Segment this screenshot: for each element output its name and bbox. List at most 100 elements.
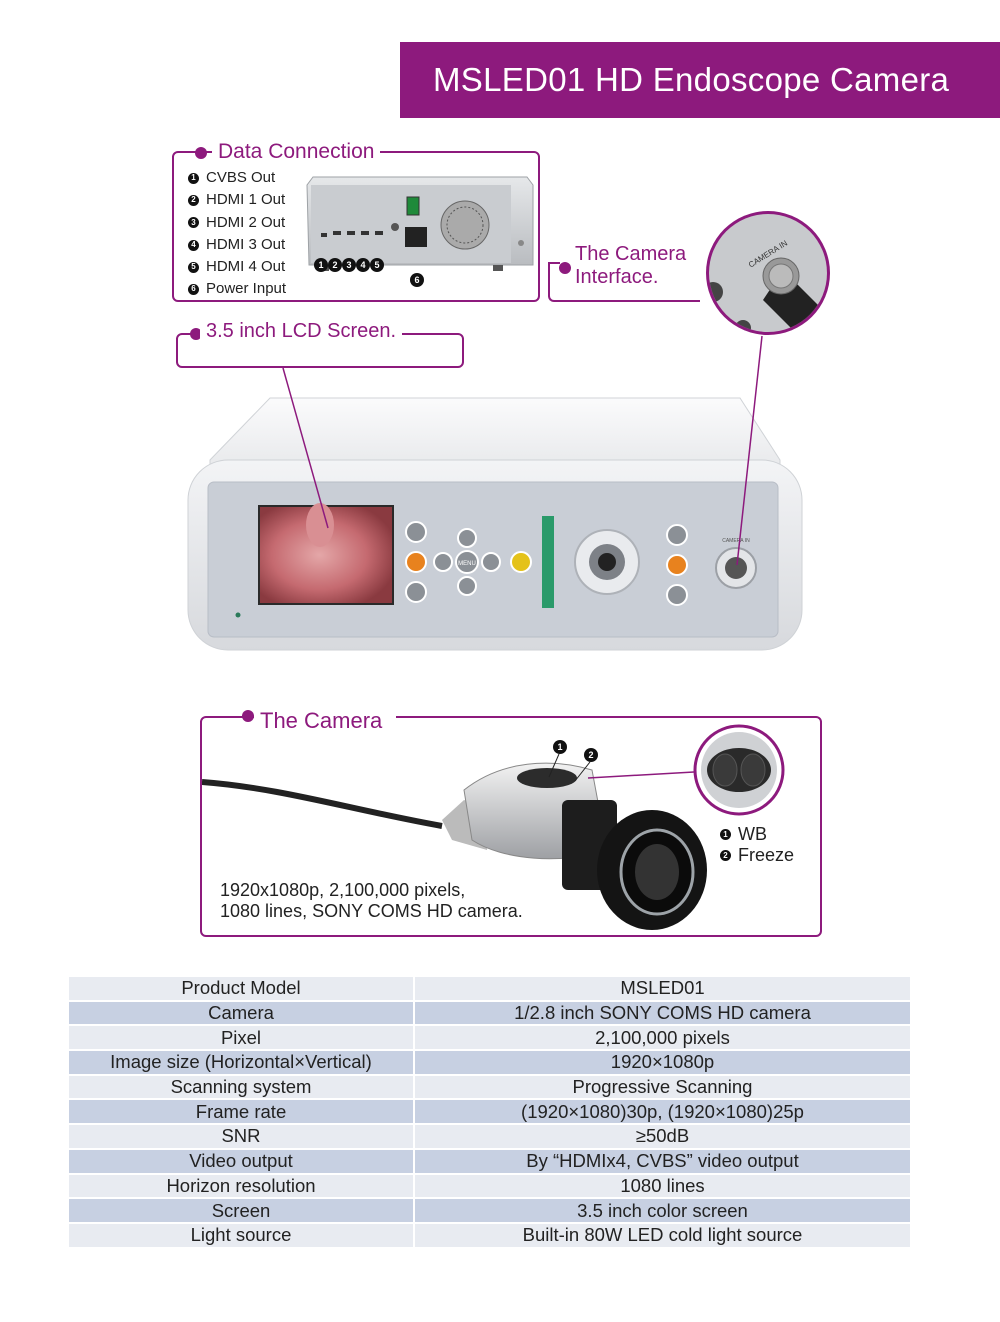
column-divider bbox=[413, 1100, 415, 1124]
spec-name: Screen bbox=[69, 1199, 413, 1222]
number-badge: 2 bbox=[720, 850, 731, 861]
camera-interface-frame bbox=[548, 262, 700, 302]
column-divider bbox=[413, 1026, 415, 1050]
callout-dot bbox=[195, 147, 207, 159]
spec-name: Light source bbox=[69, 1223, 413, 1247]
list-item: 5 HDMI 4 Out bbox=[188, 256, 286, 278]
callout-dot bbox=[559, 262, 571, 274]
spec-name: Horizon resolution bbox=[69, 1174, 413, 1198]
spec-value: ≥50dB bbox=[415, 1125, 910, 1148]
list-item-label: HDMI 1 Out bbox=[206, 191, 286, 209]
spec-value: 1080 lines bbox=[415, 1174, 910, 1198]
number-badge: 2 bbox=[188, 194, 199, 206]
camera-description: 1920x1080p, 2,100,000 pixels, 1080 lines… bbox=[220, 880, 523, 922]
pointer-lines bbox=[282, 335, 763, 566]
list-item: 2 Freeze bbox=[720, 845, 794, 866]
number-badge: 3 bbox=[188, 217, 199, 229]
column-divider bbox=[413, 1199, 415, 1222]
spec-name: Video output bbox=[69, 1149, 413, 1173]
spec-name: Image size (Horizontal×Vertical) bbox=[69, 1051, 413, 1074]
camera-interface-line1: The Camera bbox=[575, 243, 687, 265]
spec-name: SNR bbox=[69, 1125, 413, 1148]
spec-value: (1920×1080)30p, (1920×1080)25p bbox=[415, 1100, 910, 1124]
list-item-label: CVBS Out bbox=[206, 169, 276, 186]
list-item-label: HDMI 3 Out bbox=[206, 235, 286, 253]
the-camera-heading: The Camera bbox=[254, 708, 397, 734]
column-divider bbox=[413, 1174, 415, 1198]
spec-value: Built-in 80W LED cold light source bbox=[415, 1223, 910, 1247]
spec-name: Scanning system bbox=[69, 1075, 413, 1099]
list-item: 1 WB bbox=[720, 824, 794, 845]
spec-value: 1/2.8 inch SONY COMS HD camera bbox=[415, 1001, 910, 1025]
data-connection-heading: Data Connection bbox=[212, 140, 381, 164]
camera-interface-topline bbox=[548, 262, 560, 264]
number-badge: 5 bbox=[188, 261, 199, 273]
rear-panel-image bbox=[306, 176, 534, 271]
list-item-label: HDMI 4 Out bbox=[206, 258, 286, 276]
page-title: MSLED01 HD Endoscope Camera bbox=[433, 61, 950, 98]
spec-value: Progressive Scanning bbox=[415, 1075, 910, 1099]
camera-head-image bbox=[202, 762, 707, 930]
camera-button-badge: 2 bbox=[584, 748, 598, 762]
camera-button-pointers bbox=[548, 753, 695, 782]
list-item: 2 HDMI 1 Out bbox=[188, 189, 286, 211]
spec-name: Frame rate bbox=[69, 1100, 413, 1124]
number-badge: 4 bbox=[188, 239, 199, 251]
number-badge: 6 bbox=[188, 284, 199, 296]
column-divider bbox=[413, 1051, 415, 1074]
menu-button-label: MENU bbox=[458, 561, 476, 567]
spec-name: Product Model bbox=[69, 977, 413, 1000]
column-divider bbox=[413, 1149, 415, 1173]
number-badge: 1 bbox=[720, 829, 731, 840]
spec-value: By “HDMIx4, CVBS” video output bbox=[415, 1149, 910, 1173]
spec-value: 3.5 inch color screen bbox=[415, 1199, 910, 1222]
camera-in-panel-label: CAMERA IN bbox=[722, 538, 750, 544]
port-badge: 2 bbox=[328, 258, 342, 272]
number-badge: 1 bbox=[188, 172, 199, 184]
list-item-label: WB bbox=[738, 824, 767, 844]
table-row: Frame rate(1920×1080)30p, (1920×1080)25p bbox=[69, 1100, 910, 1124]
column-divider bbox=[413, 1075, 415, 1099]
column-divider bbox=[413, 977, 415, 1000]
port-badge: 4 bbox=[356, 258, 370, 272]
column-divider bbox=[413, 1223, 415, 1247]
list-item: 3 HDMI 2 Out bbox=[188, 212, 286, 234]
spec-value: 2,100,000 pixels bbox=[415, 1026, 910, 1050]
table-row: SNR≥50dB bbox=[69, 1125, 910, 1148]
camera-description-line1: 1920x1080p, 2,100,000 pixels, bbox=[220, 880, 466, 900]
column-divider bbox=[413, 1001, 415, 1025]
camera-button-badge: 1 bbox=[553, 740, 567, 754]
camera-interface-line2: Interface. bbox=[575, 266, 659, 288]
title-banner: MSLED01 HD Endoscope Camera bbox=[400, 42, 1000, 118]
list-item: 1 CVBS Out bbox=[188, 167, 286, 189]
front-panel-image: MENU CAMERA IN bbox=[187, 397, 803, 651]
camera-interface-label: The Camera Interface. bbox=[575, 243, 691, 289]
camera-buttons-list: 1 WB 2 Freeze bbox=[720, 824, 794, 866]
list-item: 6 Power Input bbox=[188, 278, 286, 300]
spec-name: Pixel bbox=[69, 1026, 413, 1050]
port-badge: 6 bbox=[410, 273, 424, 287]
port-badge: 1 bbox=[314, 258, 328, 272]
spec-value: MSLED01 bbox=[415, 977, 910, 1000]
table-row: Image size (Horizontal×Vertical)1920×108… bbox=[69, 1051, 910, 1074]
spec-value: 1920×1080p bbox=[415, 1051, 910, 1074]
list-item-label: HDMI 2 Out bbox=[206, 213, 286, 231]
port-numbers: 1 2 3 4 5 bbox=[314, 258, 384, 272]
list-item-label: Power Input bbox=[206, 280, 287, 298]
lcd-label: 3.5 inch LCD Screen. bbox=[200, 320, 403, 343]
list-item: 4 HDMI 3 Out bbox=[188, 234, 286, 256]
list-item-label: Freeze bbox=[738, 845, 795, 865]
camera-description-line2: 1080 lines, SONY COMS HD camera. bbox=[220, 901, 523, 921]
port-badge: 5 bbox=[370, 258, 384, 272]
callout-dot bbox=[242, 710, 254, 722]
port-badge: 3 bbox=[342, 258, 356, 272]
